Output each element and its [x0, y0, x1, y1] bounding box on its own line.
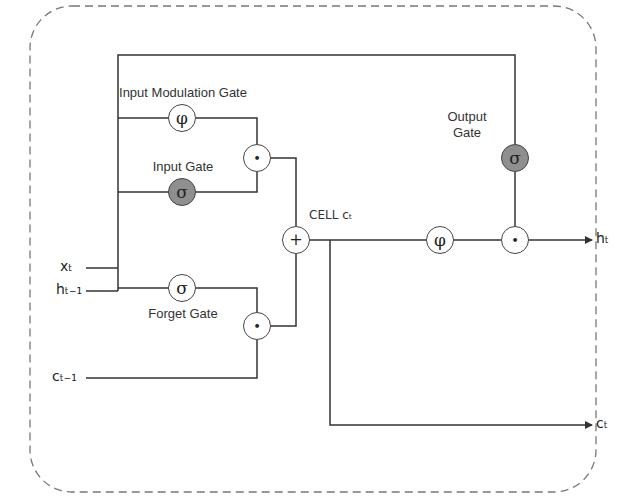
- gate-symbol: φ: [176, 110, 188, 127]
- tanh-node: φ: [426, 226, 454, 254]
- signal-line: [196, 172, 257, 192]
- multiply-node: •: [501, 226, 529, 254]
- sigmoid-gate: σForget Gate: [168, 274, 196, 302]
- gate-label: Output Gate: [436, 109, 498, 141]
- signal-line: [271, 254, 296, 326]
- cell-boundary: [30, 6, 596, 492]
- signal-line: [514, 172, 516, 226]
- signal-name: hₜ₋₁: [56, 281, 82, 298]
- signal-name: hₜ: [596, 230, 609, 247]
- signal-name: xₜ: [60, 258, 72, 275]
- sum-node: CELL cₜ+: [282, 226, 310, 254]
- gate-label: CELL cₜ: [309, 207, 389, 223]
- gate-symbol: σ: [176, 280, 188, 297]
- gate-symbol: σ: [176, 184, 188, 201]
- signal-name: cₜ: [596, 415, 608, 432]
- sigmoid-gate: Input Gateσ: [168, 178, 196, 206]
- multiply-node: •: [243, 312, 271, 340]
- signal-line: [271, 158, 296, 226]
- sigmoid-gate: Output Gateσ: [501, 144, 529, 172]
- signal-line: [310, 239, 426, 241]
- gate-label: Input Modulation Gate: [118, 85, 248, 101]
- gate-symbol: •: [253, 152, 261, 165]
- gate-label: Forget Gate: [138, 306, 228, 322]
- gate-symbol: +: [289, 232, 302, 248]
- gate-symbol: φ: [434, 232, 446, 249]
- tanh-gate: Input Modulation Gateφ: [168, 104, 196, 132]
- multiply-node: •: [243, 144, 271, 172]
- gate-symbol: •: [511, 234, 519, 247]
- gate-symbol: •: [253, 320, 261, 333]
- signal-name: cₜ₋₁: [52, 368, 77, 385]
- input-bus: [86, 55, 592, 425]
- signal-line: [196, 118, 257, 144]
- gate-label: Input Gate: [138, 159, 228, 175]
- signal-line: [454, 239, 501, 241]
- gate-symbol: σ: [509, 150, 521, 167]
